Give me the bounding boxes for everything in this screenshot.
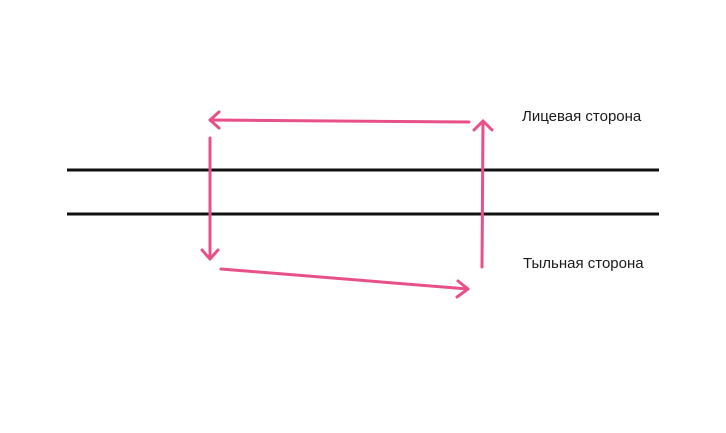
front-side-label: Лицевая сторона [522,108,642,125]
back-side-label: Тыльная сторона [523,255,644,272]
arrow-back-rightward [219,267,470,299]
arrow-front-leftward [208,110,471,130]
arrow-up-through-fabric [472,119,494,269]
arrow-down-through-fabric [200,136,220,261]
